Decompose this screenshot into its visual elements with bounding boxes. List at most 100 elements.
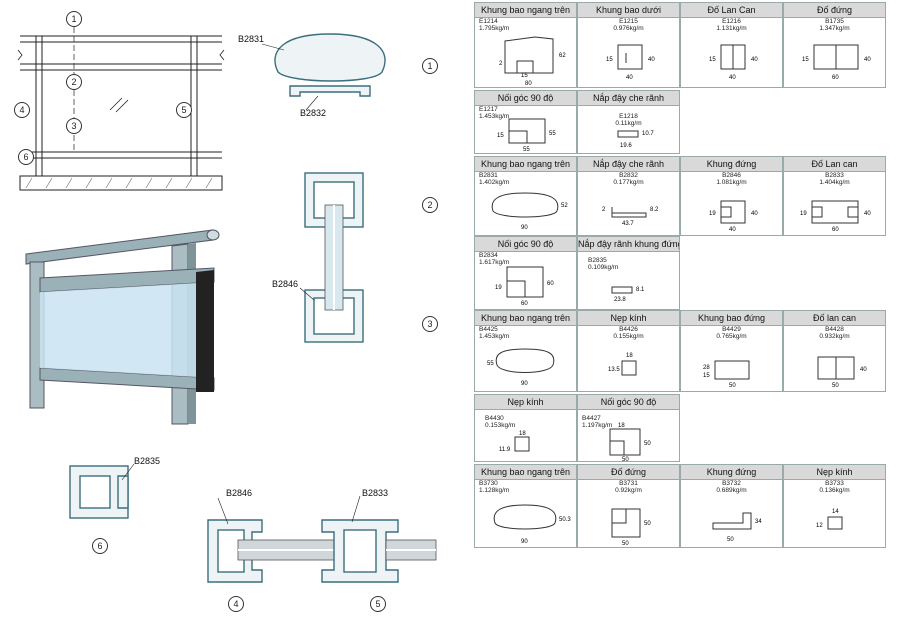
svg-text:15: 15 [497, 133, 504, 139]
cell-title: Nắp đậy che rãnh [578, 157, 679, 172]
b2831-section [274, 33, 386, 97]
profile-drawing: 60 19 60 [495, 266, 554, 307]
callout-6: 6 [18, 149, 34, 165]
callout-3: 3 [66, 118, 82, 134]
svg-text:40: 40 [860, 367, 867, 373]
svg-text:40: 40 [864, 211, 871, 217]
svg-text:40: 40 [864, 57, 871, 63]
svg-text:28: 28 [703, 365, 710, 371]
svg-text:14: 14 [832, 509, 839, 515]
callout-4: 4 [14, 102, 30, 118]
profile-drawing: 14 12 [816, 509, 843, 530]
svg-text:60: 60 [832, 75, 839, 81]
label-b2846-section: B2846 [272, 279, 299, 289]
svg-text:55: 55 [523, 147, 530, 153]
callout-section-2: 2 [422, 197, 438, 213]
cell-title: Nối góc 90 độ [475, 237, 576, 252]
profile-drawing: 28 15 50 [703, 360, 750, 389]
label-b2832: B2832 [300, 108, 327, 118]
profile-drawing: 40 19 40 [709, 200, 758, 233]
cell-title: Đố lan can [784, 311, 885, 326]
svg-text:10.7: 10.7 [642, 131, 654, 137]
svg-text:52: 52 [561, 203, 568, 209]
callout-section-3: 3 [422, 316, 438, 332]
svg-text:60: 60 [832, 227, 839, 233]
svg-text:15: 15 [521, 73, 528, 79]
svg-text:60: 60 [547, 281, 554, 287]
profile-drawing: 55 15 55 [497, 118, 556, 153]
svg-text:19: 19 [495, 285, 502, 291]
profile-drawing: 18 50 50 [609, 423, 651, 461]
svg-text:15: 15 [606, 57, 613, 63]
cell-title: Nẹp kính [578, 311, 679, 326]
cell-title: Nối góc 90 độ [578, 395, 679, 410]
svg-text:15: 15 [703, 373, 710, 379]
detail-4-glass [237, 539, 339, 561]
drawings-svg [17, 18, 437, 583]
svg-text:23.8: 23.8 [614, 297, 626, 303]
profile-drawing: 40 19 60 [800, 200, 871, 233]
cell-title: Khung bao ngang trên [475, 3, 576, 18]
callout-detail-6: 6 [92, 538, 108, 554]
callout-5: 5 [176, 102, 192, 118]
svg-text:11.9: 11.9 [499, 447, 511, 453]
cell-title: Khung bao ngang trên [475, 157, 576, 172]
svg-text:50: 50 [644, 441, 651, 447]
cell-title: Khung bao ngang trên [475, 465, 576, 480]
svg-text:50.3: 50.3 [559, 517, 571, 523]
svg-text:18: 18 [519, 431, 526, 437]
svg-text:55: 55 [549, 131, 556, 137]
slab-hatch [25, 177, 213, 189]
svg-text:18: 18 [618, 423, 625, 429]
svg-text:40: 40 [729, 227, 736, 233]
svg-text:60: 60 [521, 301, 528, 307]
callout-detail-4: 4 [228, 596, 244, 612]
svg-text:19: 19 [800, 211, 807, 217]
label-b2831: B2831 [238, 34, 265, 44]
cell-title: Khung đứng [681, 465, 782, 480]
profile-drawing: 40 15 60 [802, 44, 871, 81]
svg-text:40: 40 [626, 75, 633, 81]
cell-title: Nẹp kính [475, 395, 576, 410]
label-b2846-detail: B2846 [226, 488, 253, 498]
cell-title: Khung đứng [681, 157, 782, 172]
cell-title: Đố đứng [578, 465, 679, 480]
svg-text:15: 15 [709, 57, 716, 63]
svg-text:13.5: 13.5 [608, 367, 620, 373]
cell-title: Nẹp kính [784, 465, 885, 480]
cell-title: Đố Lan can [784, 157, 885, 172]
svg-text:43.7: 43.7 [622, 221, 634, 227]
profile-drawing: 40 50 [817, 356, 867, 389]
svg-text:50: 50 [832, 383, 839, 389]
label-b2833: B2833 [362, 488, 389, 498]
detail-6 [69, 465, 129, 519]
svg-text:90: 90 [521, 225, 528, 231]
cell-title: Đố Lan Can [681, 3, 782, 18]
profile-drawing: 50 50 [611, 508, 651, 547]
